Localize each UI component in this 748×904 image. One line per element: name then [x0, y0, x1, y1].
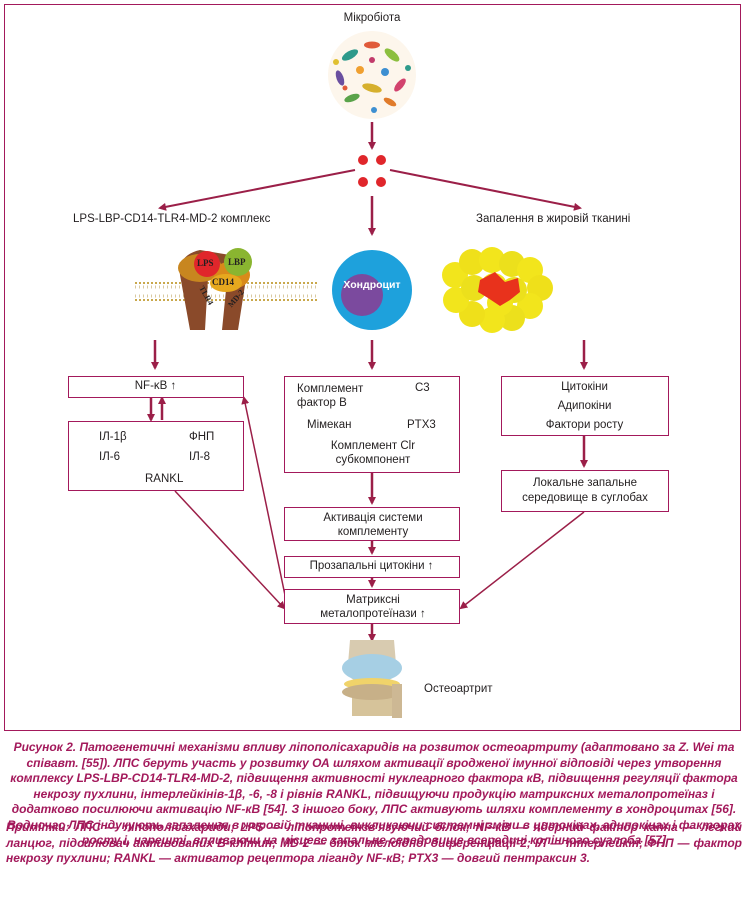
proinflammatory-label: Прозапальні цитокіни ↑: [309, 560, 434, 572]
cytokines-label: Цитокіни: [561, 381, 608, 393]
proinflammatory-box: Прозапальні цитокіни ↑: [284, 556, 460, 578]
mmp-label: Матриксні металопротеїнази ↑: [320, 594, 426, 620]
adipokines-label: Адипокіни: [557, 400, 612, 412]
nfkb-label: NF-κB ↑: [134, 380, 177, 392]
osteoarthritis-label: Остеоартрит: [424, 683, 493, 695]
microbiota-icon: [328, 31, 416, 119]
il6-label: ІЛ-6: [99, 451, 120, 463]
complement-activation-box: Активація системи комплементу: [284, 507, 460, 541]
chondrocyte-products-box: Комплемент фактор B C3 Мімекан PTX3 Комп…: [284, 376, 460, 473]
lps-icon: [358, 155, 386, 187]
complex-label: LPS-LBP-CD14-TLR4-MD-2 комплекс: [73, 213, 271, 225]
receptor-lps-label: LPS: [197, 258, 214, 268]
chondrocyte-label: Хондроцит: [343, 279, 401, 291]
receptor-lbp-label: LBP: [228, 257, 246, 267]
figure-notes: Примітки: ЛПС — ліпополісахариди; LPS — …: [6, 820, 742, 865]
microbiota-label: Мікробіота: [343, 12, 401, 24]
mimecan-label: Мімекан: [307, 419, 352, 431]
knee-joint-icon: [342, 640, 402, 718]
mmp-box: Матриксні металопротеїнази ↑: [284, 589, 460, 624]
il1b-label: ІЛ-1β: [99, 431, 127, 443]
chondrocyte-icon: [332, 250, 412, 330]
rankl-label: RANKL: [145, 473, 184, 485]
adipose-tissue-icon: [442, 247, 553, 333]
receptor-complex-icon: [178, 248, 252, 330]
figure-frame: [4, 4, 741, 731]
local-environment-label: Локальне запальне середовище в суглобах: [522, 477, 648, 504]
adipose-products-box: Цитокіни Адипокіни Фактори росту: [501, 376, 669, 436]
tnf-label: ФНП: [189, 431, 215, 443]
c3-label: C3: [415, 382, 430, 394]
ptx3-label: PTX3: [407, 419, 436, 431]
complement-clr-label: Комплемент Clr субкомпонент: [330, 440, 416, 466]
growth-factors-label: Фактори росту: [545, 419, 624, 431]
lps-label: ЛПС: [362, 167, 382, 177]
receptor-cd14-label: CD14: [212, 277, 234, 287]
cell-membrane: [135, 282, 318, 301]
cytokines-box: ІЛ-1β ФНП ІЛ-6 ІЛ-8 RANKL: [68, 421, 244, 491]
nfkb-box: NF-κB ↑: [68, 376, 244, 398]
complement-activation-label: Активація системи комплементу: [323, 512, 423, 538]
complement-b-label: Комплемент фактор B: [297, 383, 364, 409]
il8-label: ІЛ-8: [189, 451, 210, 463]
figure-caption: Рисунок 2. Патогенетичні механізми вплив…: [7, 740, 741, 847]
adipose-inflammation-label: Запалення в жировій тканині: [476, 213, 631, 225]
local-environment-box: Локальне запальне середовище в суглобах: [501, 470, 669, 512]
